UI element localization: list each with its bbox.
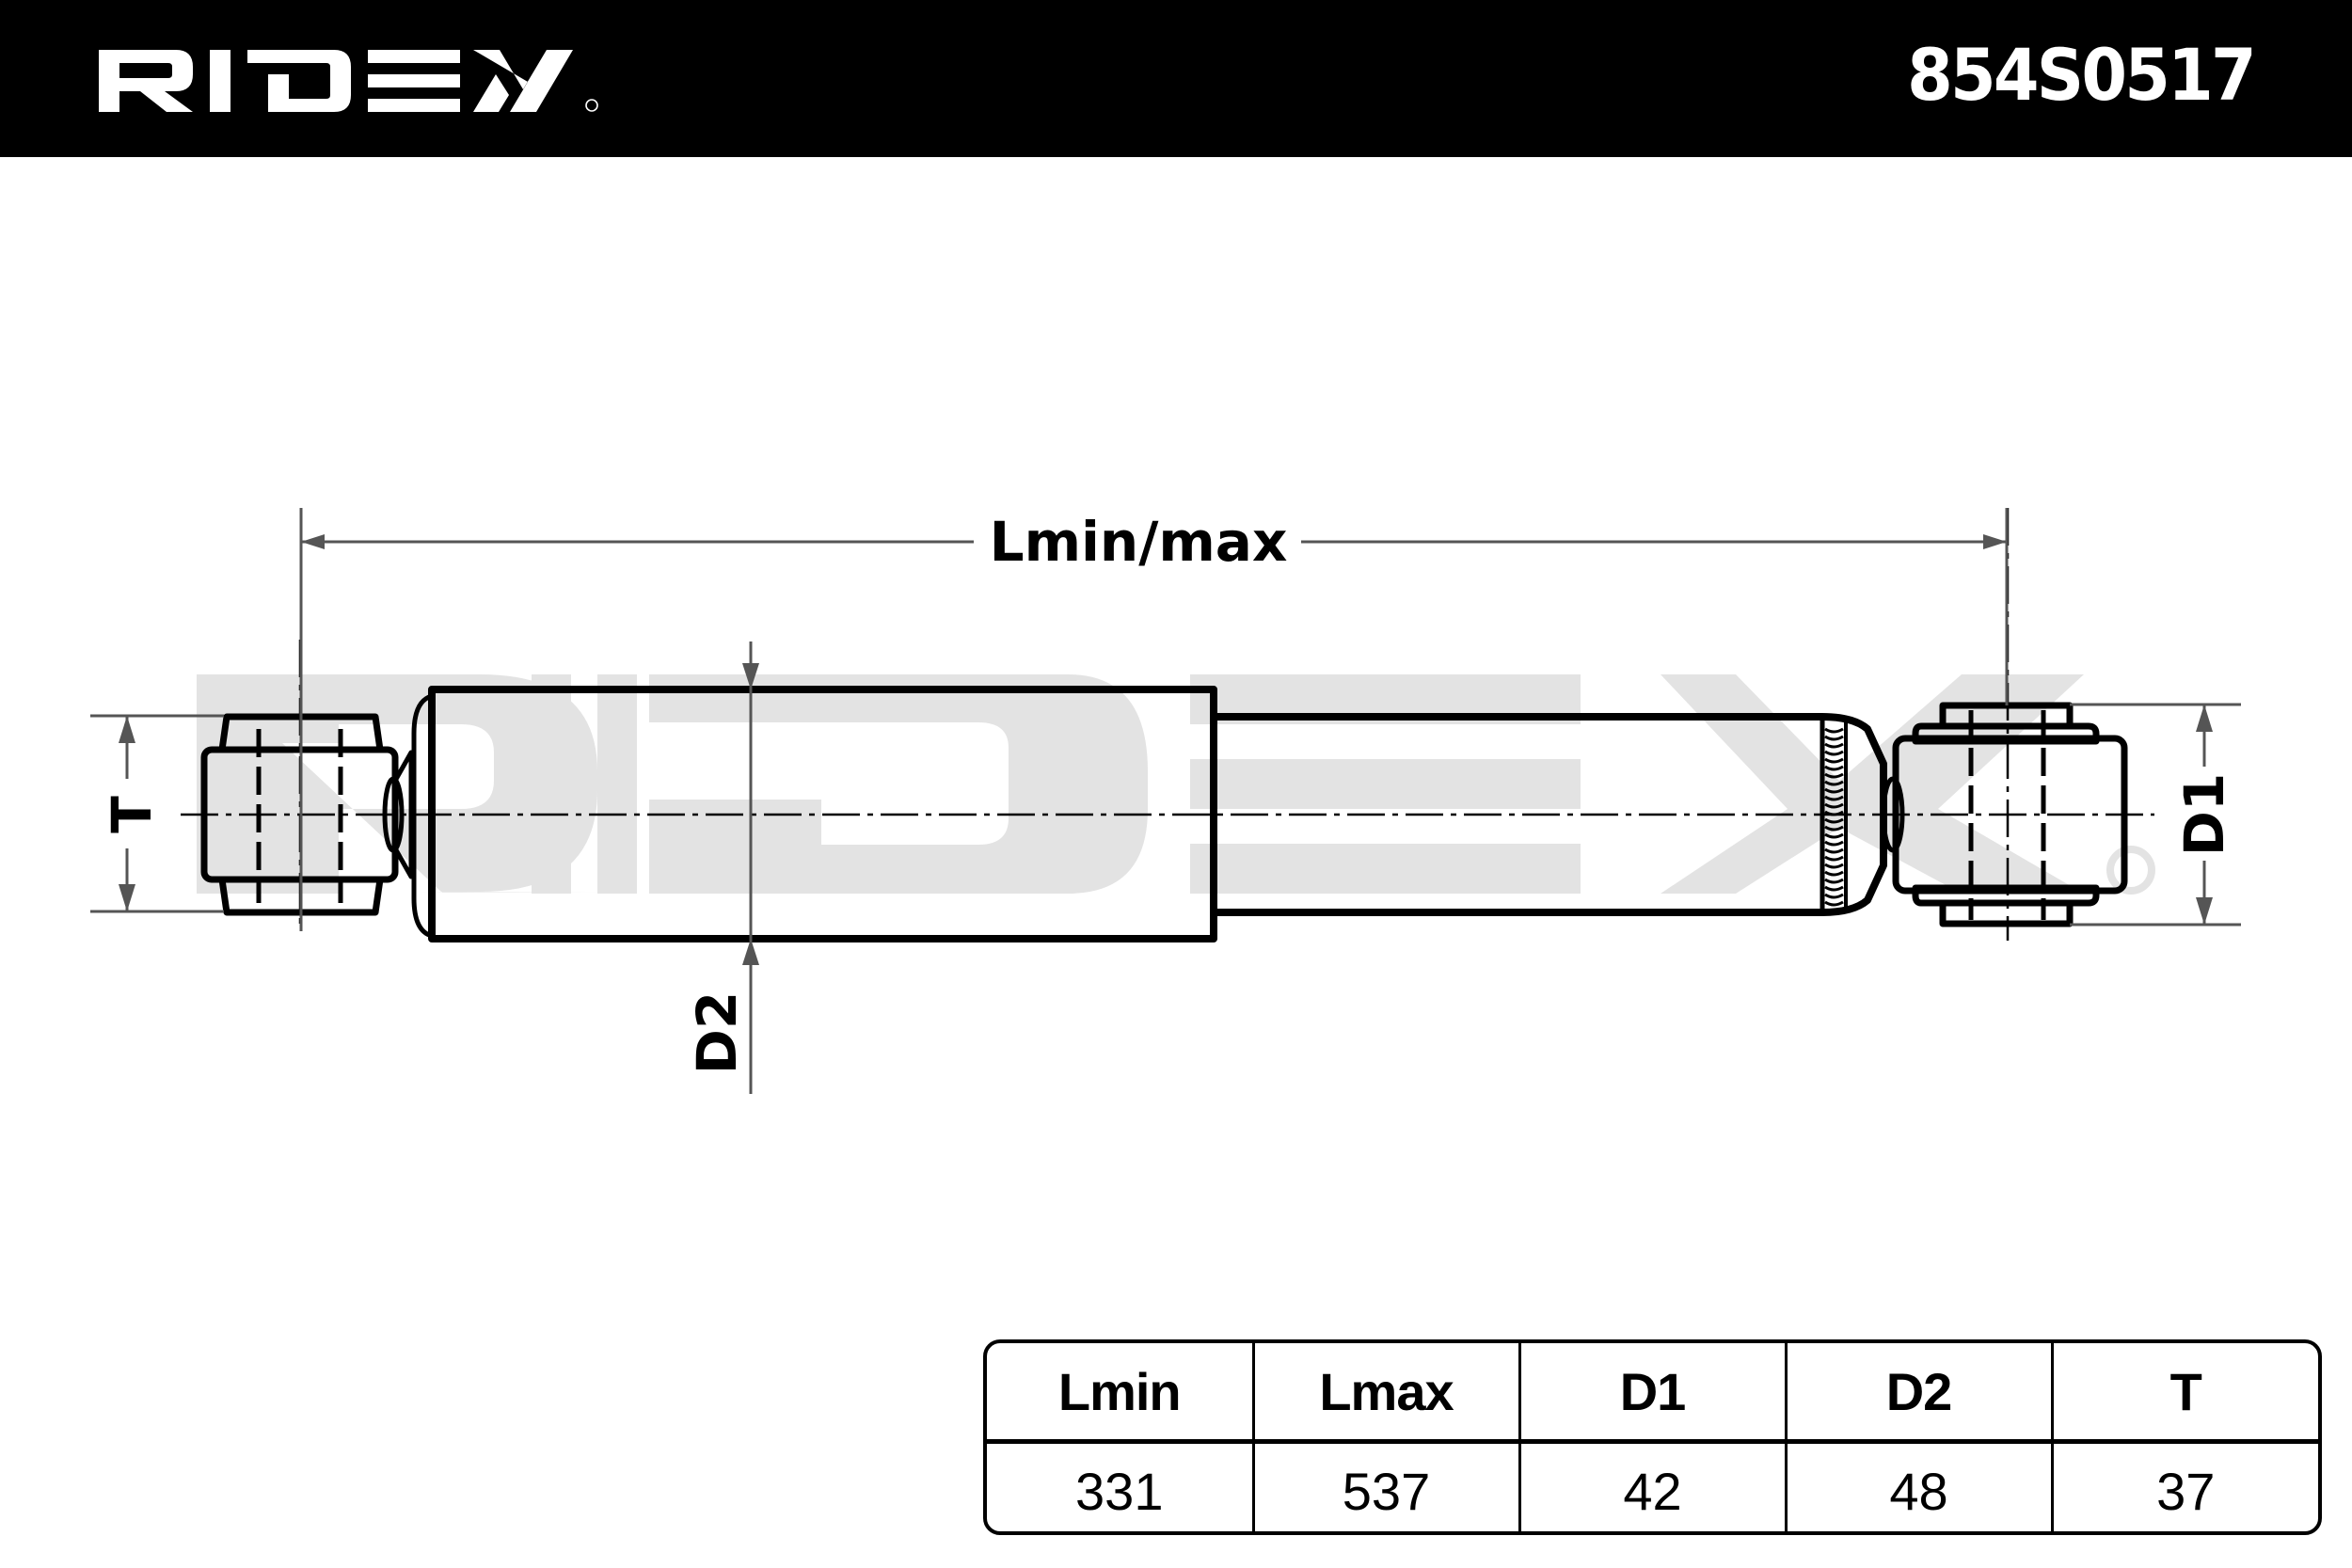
- knurl-arc: [1824, 780, 1844, 786]
- knurl-arc: [1824, 900, 1844, 907]
- spec-table-value-row: 331 537 42 48 37: [987, 1441, 2318, 1531]
- ridex-logo: [99, 50, 598, 112]
- t-label: T: [100, 796, 164, 833]
- piston-tube: [1214, 713, 1905, 916]
- length-dimension: [299, 508, 2009, 931]
- knurl-arc: [1824, 750, 1844, 756]
- knurl-arc: [1824, 757, 1844, 764]
- knurl-arc: [1824, 772, 1844, 779]
- knurl-arc: [1824, 765, 1844, 771]
- ridex-watermark: [197, 674, 2155, 895]
- knurl-arc: [1824, 840, 1844, 847]
- knurl-arc: [1824, 870, 1844, 877]
- spec-header-lmin: Lmin: [987, 1343, 1253, 1444]
- knurl-arc: [1824, 878, 1844, 884]
- part-number: 854S0517: [1907, 33, 2257, 117]
- knurl-arc: [1824, 832, 1844, 839]
- knurl-arc: [1824, 735, 1844, 741]
- spec-table-container: Lmin Lmax D1 D2 T 331 537 42 48 37: [983, 1339, 2322, 1535]
- d1-dimension: [2070, 703, 2241, 927]
- knurl-arc: [1824, 847, 1844, 854]
- spec-header-d2: D2: [1784, 1343, 2052, 1444]
- spec-value-t: 37: [2050, 1441, 2318, 1531]
- spec-table: Lmin Lmax D1 D2 T 331 537 42 48 37: [987, 1343, 2318, 1531]
- spec-value-lmin: 331: [1075, 1461, 1164, 1521]
- main-cylinder: [411, 686, 1217, 942]
- t-dimension: [90, 714, 224, 913]
- d2-dimension: [742, 641, 759, 1094]
- spec-value-lmax: 537: [1251, 1441, 1519, 1531]
- d1-label: D1: [2172, 773, 2236, 857]
- spec-value-d1: 42: [1518, 1441, 1786, 1531]
- knurl-arc: [1824, 795, 1844, 801]
- knurl-arc: [1824, 727, 1844, 734]
- knurl-arc: [1824, 893, 1844, 899]
- right-eye-bushing: [1892, 702, 2128, 927]
- knurl-pattern: [1824, 727, 1844, 907]
- knurl-arc: [1824, 863, 1844, 869]
- knurl-arc: [1824, 817, 1844, 824]
- knurl-arc: [1824, 855, 1844, 862]
- spec-header-lmax: Lmax: [1251, 1343, 1519, 1444]
- knurl-arc: [1824, 885, 1844, 892]
- spec-table-header-row: Lmin Lmax D1 D2 T: [987, 1343, 2318, 1444]
- spec-value-d2: 48: [1784, 1441, 2052, 1531]
- header-bar: 854S0517: [0, 0, 2352, 157]
- knurl-arc: [1824, 787, 1844, 794]
- knurl-arc: [1824, 825, 1844, 832]
- knurl-arc: [1824, 802, 1844, 809]
- knurl-arc: [1824, 810, 1844, 816]
- d2-label: D2: [685, 991, 749, 1075]
- knurl-arc: [1824, 742, 1844, 749]
- spec-header-d1: D1: [1518, 1343, 1786, 1444]
- length-label: Lmin/max: [990, 510, 1288, 574]
- spec-header-t: T: [2050, 1343, 2318, 1444]
